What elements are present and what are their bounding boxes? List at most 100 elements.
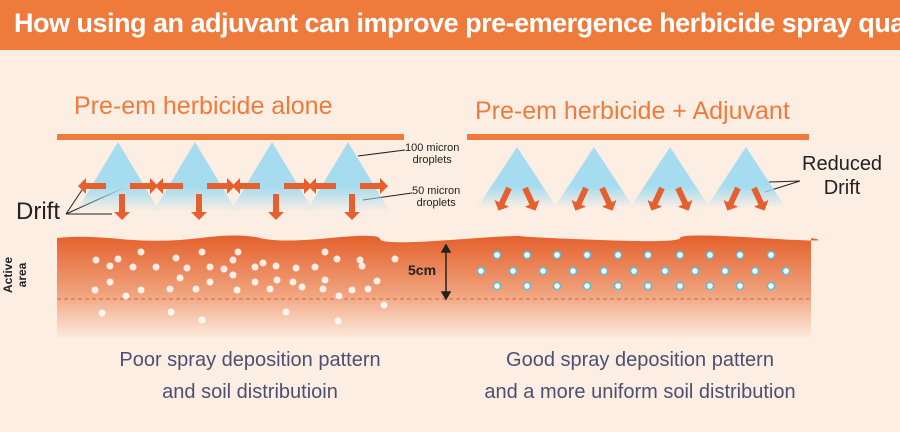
adjuvant-droplet [643,281,653,291]
label-100-line1: 100 micron [405,142,460,154]
soil-droplet [206,263,214,271]
adjuvant-droplet [522,250,532,260]
active-line2: area [15,262,29,288]
adjuvant-droplet [538,266,548,276]
left-caption-line1: Poor spray deposition pattern [119,349,381,371]
soil-droplet [206,278,214,286]
adjuvant-droplet [552,281,562,291]
adjuvant-droplet [705,250,715,260]
soil-droplet [129,263,137,271]
label-50-line2: droplets [416,197,456,209]
angled-arrow-left [723,186,741,211]
adjuvant-droplet [522,281,532,291]
adjuvant-droplet [613,281,623,291]
soil-droplet [167,308,175,316]
depth-label: 5cm [408,262,437,278]
adjuvant-droplet [735,250,745,260]
soil-droplet [137,286,145,294]
soil-droplet [289,278,297,286]
down-arrow [114,194,130,220]
right-heading: Pre-em herbicide + Adjuvant [475,97,790,125]
soil-droplet [321,276,329,284]
spray-cone [76,142,160,212]
active-line1: Active [1,256,15,294]
adjuvant-droplet [720,266,730,276]
soil-droplet [358,262,366,270]
adjuvant-droplet [766,250,776,260]
adjuvant-droplet [492,250,502,260]
soil-droplet [311,263,319,271]
angled-arrow-right [675,186,693,211]
left-boom-bar [57,134,404,140]
left-heading: Pre-em herbicide alone [74,92,333,120]
spray-cone [230,142,314,212]
soil-droplet [91,286,99,294]
drift-arrow-right [360,178,388,194]
soil-droplet [298,283,306,291]
soil-droplet [172,254,180,262]
soil-droplet [106,278,114,286]
soil-layer [57,235,819,340]
soil-droplet [364,285,372,293]
adjuvant-droplet [492,281,502,291]
adjuvant-droplet [508,266,518,276]
soil-droplet [266,285,274,293]
left-caption-line2: and soil distributioin [162,381,338,403]
spray-cone [554,147,634,208]
drift-arrow-left [78,178,106,194]
adjuvant-droplet [705,281,715,291]
adjuvant-droplet [735,281,745,291]
down-arrow [268,194,284,220]
down-arrow [191,194,207,220]
soil-droplet [273,276,281,284]
drift-arrow-right [207,178,235,194]
soil-droplet [319,285,327,293]
soil-droplet [98,309,106,317]
soil-droplet [92,256,100,264]
reduced-line2: Drift [823,177,861,199]
adjuvant-droplet [750,266,760,276]
soil-droplet [114,255,122,263]
soil-droplet [334,317,342,325]
soil-droplet [198,248,206,256]
soil-droplet [176,274,184,282]
adjuvant-droplet [629,266,639,276]
soil-droplet [234,248,242,256]
angled-arrow-left [647,186,665,211]
adjuvant-droplet [675,281,685,291]
soil-droplet [272,262,280,270]
left-caption: Poor spray deposition pattern and soil di… [70,344,430,408]
drift-arrow-right [284,178,312,194]
soil-droplet [166,285,174,293]
header-banner: How using an adjuvant can improve pre-em… [0,0,900,50]
adjuvant-droplet [599,266,609,276]
adjuvant-droplet [675,250,685,260]
right-caption-line2: and a more uniform soil distribution [484,381,796,403]
soil-droplet [282,308,290,316]
soil-droplet [198,316,206,324]
soil-droplet [229,256,237,264]
soil-droplet [348,286,356,294]
angled-arrow-right [599,186,617,211]
soil-droplet [220,265,228,273]
adjuvant-droplet [613,250,623,260]
soil-droplet [122,292,130,300]
depth-arrow [440,243,452,301]
soil-droplet [292,264,300,272]
soil-droplet [391,255,399,263]
spray-cone [477,147,557,208]
soil-droplet [251,278,259,286]
soil-droplet [251,263,259,271]
right-boom-bar [467,134,809,140]
spray-cone [706,147,786,208]
soil-droplet [333,255,341,263]
page-title: How using an adjuvant can improve pre-em… [14,8,900,38]
angled-arrow-right [522,186,540,211]
adjuvant-droplet [766,281,776,291]
